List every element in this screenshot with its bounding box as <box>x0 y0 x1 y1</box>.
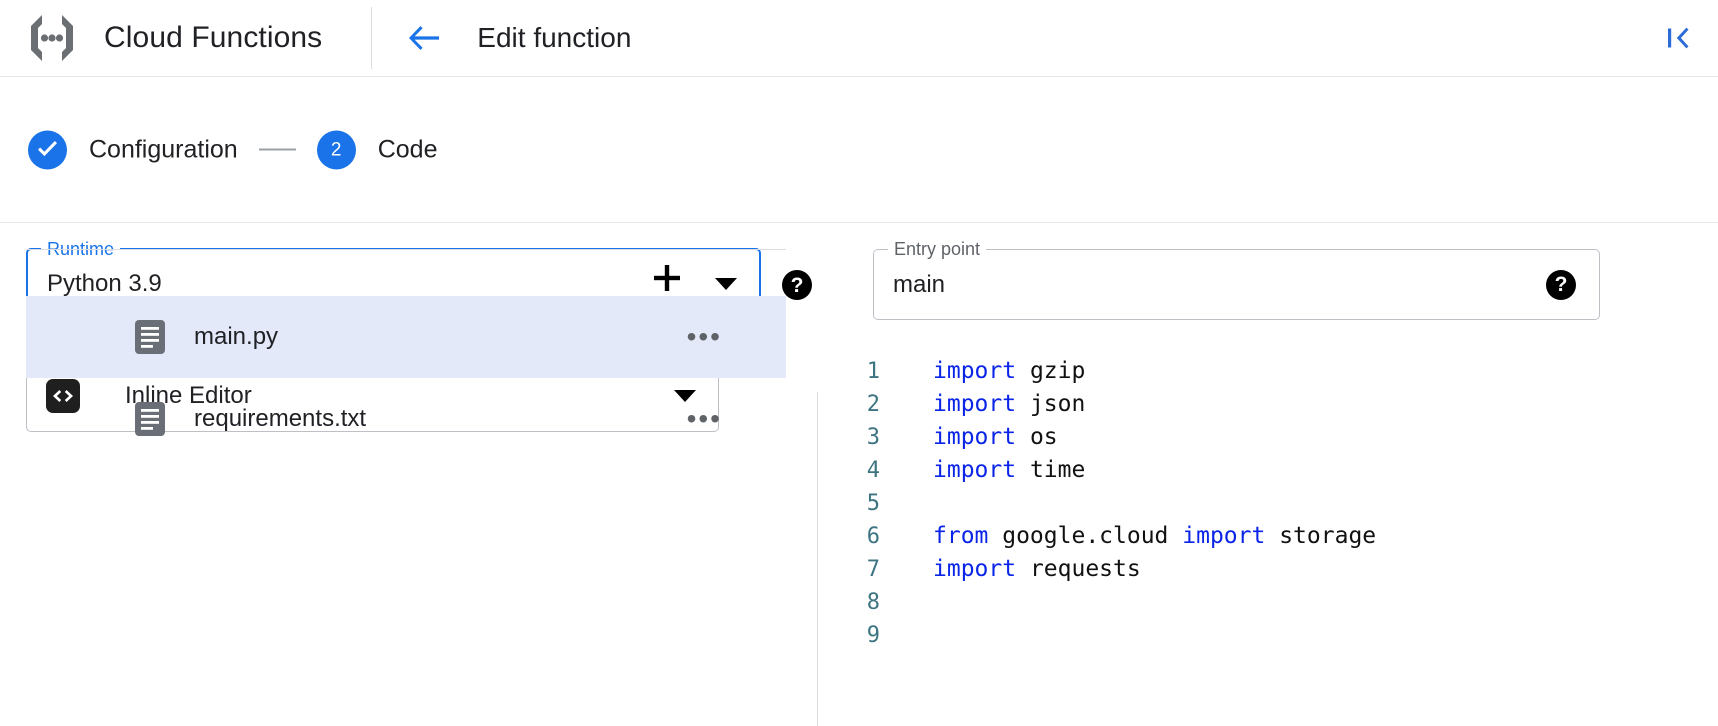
header-divider <box>371 7 373 69</box>
entry-point-help-icon[interactable]: ? <box>1546 269 1576 300</box>
page-title: Edit function <box>477 22 632 53</box>
step-code[interactable]: 2 Code <box>316 130 438 169</box>
code-line-number: 5 <box>866 491 880 516</box>
code-line-number: 3 <box>866 425 880 450</box>
file-more-menu-icon[interactable]: ••• <box>686 321 722 352</box>
cloud-functions-logo-icon <box>31 15 73 61</box>
code-line-text: from google.cloud import storage <box>933 520 1376 553</box>
file-list: main.py ••• requirements.txt ••• <box>26 296 786 460</box>
code-line: 6 from google.cloud import storage <box>838 520 1718 553</box>
code-line-text: import gzip <box>933 355 1085 388</box>
code-line: 5 <box>838 487 1718 520</box>
code-token: google.cloud <box>988 523 1183 549</box>
file-name: main.py <box>194 323 279 350</box>
code-line-number: 8 <box>866 590 880 615</box>
code-line-text: import json <box>933 388 1085 421</box>
wizard-stepper-bar: Configuration 2 Code <box>0 77 1718 223</box>
runtime-help-icon[interactable]: ? <box>782 270 812 300</box>
runtime-value: Python 3.9 <box>47 270 162 297</box>
file-list-item-main-py[interactable]: main.py ••• <box>26 296 786 378</box>
wizard-stepper: Configuration 2 Code <box>28 130 437 169</box>
code-token: import <box>933 556 1017 582</box>
code-line-number: 9 <box>866 623 880 648</box>
entry-point-input[interactable]: Entry point main ? <box>873 238 1600 320</box>
code-token: import <box>933 424 1017 450</box>
panel-vertical-divider <box>817 392 818 726</box>
code-token: os <box>1016 424 1058 450</box>
code-line: 7 import requests <box>838 553 1718 586</box>
code-token: from <box>933 523 989 549</box>
code-token: time <box>1016 457 1086 483</box>
collapse-panel-button[interactable] <box>1658 17 1700 59</box>
code-line-text: import time <box>933 454 1085 487</box>
code-line: 1 import gzip <box>838 355 1718 388</box>
file-document-icon <box>135 402 165 436</box>
step-code-label: Code <box>377 135 438 163</box>
add-file-button[interactable] <box>645 256 689 300</box>
brand-area[interactable]: Cloud Functions <box>0 0 322 76</box>
entry-point-value: main <box>893 270 946 298</box>
arrow-left-icon <box>409 26 440 50</box>
brand-title: Cloud Functions <box>104 21 323 54</box>
code-line-number: 4 <box>866 458 880 483</box>
code-line: 3 import os <box>838 421 1718 454</box>
code-token: import <box>933 457 1017 483</box>
file-name: requirements.txt <box>194 405 367 432</box>
code-brackets-glyph <box>53 390 73 402</box>
collapse-panel-icon <box>1668 27 1689 49</box>
inline-code-editor[interactable]: 1 import gzip 2 import json 3 import os 4 impor… <box>838 355 1718 726</box>
step-configuration-label: Configuration <box>89 135 238 163</box>
file-more-menu-icon[interactable]: ••• <box>686 403 722 434</box>
step-configuration[interactable]: Configuration <box>28 130 238 169</box>
entry-point-label: Entry point <box>888 238 987 260</box>
code-line-number: 1 <box>866 359 880 384</box>
code-token: import <box>933 391 1017 417</box>
app-header: Cloud Functions Edit function <box>0 0 1718 77</box>
code-line-number: 2 <box>866 392 880 417</box>
code-token: storage <box>1265 523 1377 549</box>
file-list-item-requirements-txt[interactable]: requirements.txt ••• <box>26 378 786 460</box>
step-connector <box>258 148 296 151</box>
code-line-text: import requests <box>933 553 1141 586</box>
code-line: 4 import time <box>838 454 1718 487</box>
code-line: 8 <box>838 586 1718 619</box>
code-line: 2 import json <box>838 388 1718 421</box>
file-document-icon <box>135 320 165 354</box>
code-token: gzip <box>1016 358 1086 384</box>
step-code-marker: 2 <box>316 130 356 169</box>
code-line: 9 <box>838 619 1718 652</box>
plus-icon <box>654 265 680 291</box>
header-actions <box>1658 17 1700 59</box>
code-line-number: 7 <box>866 557 880 582</box>
code-step-content: Runtime Python 3.9 ? Entry point main ? … <box>0 224 1718 726</box>
code-brackets-icon <box>46 379 80 413</box>
code-line-text: import os <box>933 421 1058 454</box>
check-icon <box>38 141 57 157</box>
code-line-number: 6 <box>866 524 880 549</box>
code-token: json <box>1016 391 1086 417</box>
code-token: requests <box>1016 556 1141 582</box>
chevron-down-icon[interactable] <box>715 278 737 290</box>
code-token: import <box>1182 523 1266 549</box>
chevron-down-icon[interactable] <box>674 390 696 402</box>
back-button[interactable] <box>400 14 448 62</box>
step-configuration-marker <box>28 130 67 169</box>
file-panel-divider <box>26 249 786 250</box>
code-token: import <box>933 358 1017 384</box>
step-code-number: 2 <box>330 139 342 160</box>
